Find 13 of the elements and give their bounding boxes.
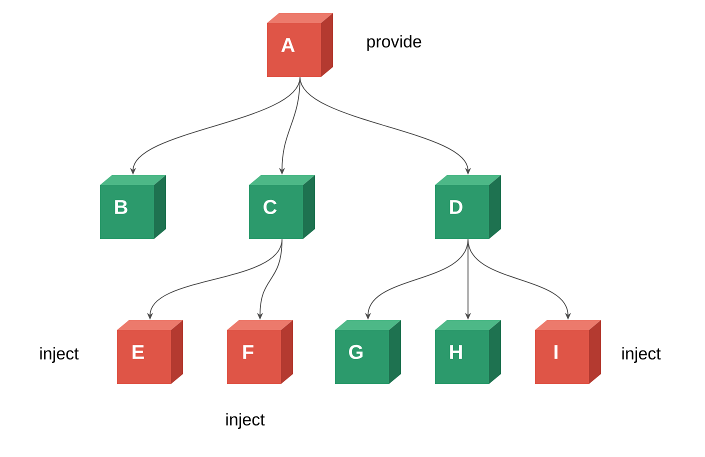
cube: C — [249, 175, 315, 239]
side-label: inject — [226, 413, 265, 429]
side-label: inject — [40, 347, 79, 363]
cube: D — [435, 175, 501, 239]
cube: E — [117, 320, 183, 384]
cube: H — [435, 320, 501, 384]
cube: F — [227, 320, 293, 384]
cube: A — [267, 13, 333, 77]
cube: G — [335, 320, 401, 384]
side-label: provide — [367, 35, 422, 51]
cube: B — [100, 175, 166, 239]
cube: I — [535, 320, 601, 384]
side-label: inject — [622, 347, 661, 363]
